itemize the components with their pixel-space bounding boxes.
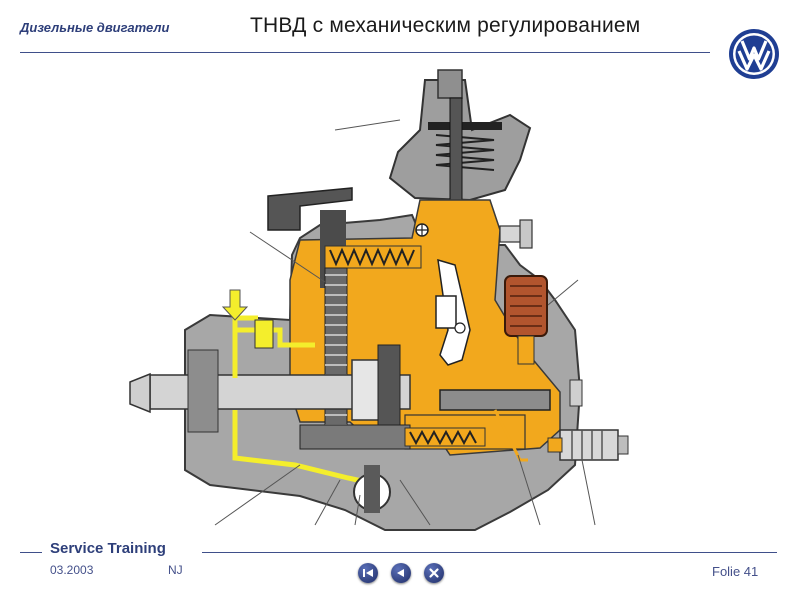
upper-spring xyxy=(329,247,415,267)
shaft-nut xyxy=(129,372,151,414)
footer-divider-right xyxy=(202,552,777,553)
lower-spring xyxy=(409,429,477,446)
previous-slide-button[interactable] xyxy=(391,563,411,583)
footer-author: NJ xyxy=(168,563,183,577)
vane-pump xyxy=(351,359,383,421)
close-button[interactable] xyxy=(424,563,444,583)
pump-cutaway-diagram xyxy=(129,69,629,531)
slide-number: Folie 41 xyxy=(712,564,759,579)
first-slide-button[interactable] xyxy=(358,563,378,583)
distributor-plunger xyxy=(439,389,551,411)
top-spring xyxy=(435,134,495,171)
delivery-valve xyxy=(559,429,619,461)
footer-divider-left xyxy=(20,552,42,553)
callout-lines xyxy=(214,119,596,526)
first-slide-icon xyxy=(363,569,373,577)
footer-date: 03.2003 xyxy=(50,563,94,577)
previous-slide-icon xyxy=(397,569,404,577)
header-divider xyxy=(20,52,710,53)
inlet-arrow-icon xyxy=(221,289,249,321)
vw-logo-icon xyxy=(729,29,779,79)
section-label: Дизельные двигатели xyxy=(20,20,170,35)
footer-brand: Service Training xyxy=(50,540,166,557)
page-title: ТНВД с механическим регулированием xyxy=(250,14,641,37)
close-icon xyxy=(429,568,439,578)
